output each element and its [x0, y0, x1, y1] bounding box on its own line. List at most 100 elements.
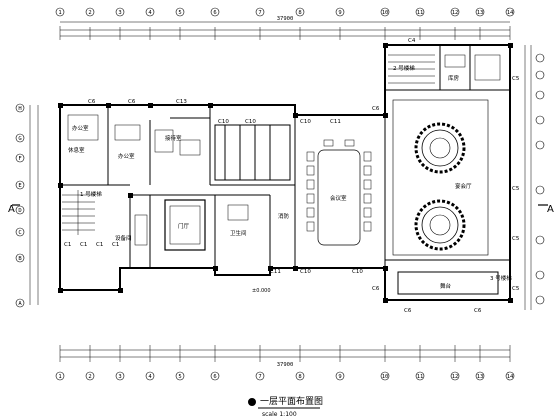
door-tag: C13	[176, 99, 187, 105]
door-tag: C6	[372, 286, 380, 292]
room-label-stair-2: 2 号楼梯	[393, 64, 415, 72]
door-tag: C10	[218, 119, 229, 125]
door-tag: C5	[512, 186, 520, 192]
axis-top-label: 13	[477, 10, 484, 16]
axis-bottom-label: 8	[298, 374, 301, 380]
top-dimension-lines	[59, 21, 511, 40]
door-tag: C1	[64, 242, 71, 248]
drawing-scale: scale 1:100	[262, 411, 297, 418]
room-label-reception: 接待室	[165, 134, 182, 142]
bottom-axis-bubbles	[55, 371, 515, 381]
axis-top-label: 1	[58, 10, 61, 16]
axis-left-label: B	[18, 256, 22, 262]
drawing-title: 一层平面布置图	[260, 395, 323, 407]
banquet-inner-outline	[392, 99, 489, 256]
room-label-equipment: 设备间	[115, 234, 132, 242]
axis-bottom-label: 9	[338, 374, 341, 380]
axis-top-label: 6	[213, 10, 216, 16]
room-label-stair-3: 3 号楼梯	[490, 274, 512, 282]
room-label-lounge: 休息室	[68, 146, 85, 154]
door-tag: C4	[408, 38, 416, 44]
axis-top-label: 12	[452, 10, 459, 16]
door-tag: C1	[112, 242, 119, 248]
top-axis-bubbles	[55, 7, 515, 17]
axis-left-label: C	[18, 230, 21, 236]
section-mark-left: A	[8, 204, 15, 215]
axis-left-label: H	[18, 106, 21, 112]
room-label-office-1: 办公室	[72, 124, 89, 132]
axis-left-label: G	[18, 136, 21, 142]
axis-top-label: 9	[338, 10, 341, 16]
door-tag: C5	[512, 286, 520, 292]
room-label-stair-1: 1 号楼梯	[80, 190, 102, 198]
axis-top-label: 11	[417, 10, 424, 16]
room-label-office-2: 办公室	[118, 152, 135, 160]
axis-bottom-label: 1	[58, 374, 61, 380]
door-tag: C5	[512, 236, 520, 242]
door-tag: C1	[96, 242, 103, 248]
door-tag: C10	[300, 119, 311, 125]
room-label-stage: 舞台	[440, 282, 452, 290]
axis-top-label: 10	[382, 10, 389, 16]
axis-bottom-label: 2	[88, 374, 91, 380]
meeting-table	[317, 149, 361, 246]
axis-top-label: 3	[118, 10, 121, 16]
axis-left-label: E	[18, 183, 21, 189]
room-label-meeting: 会议室	[330, 194, 347, 202]
axis-top-label: 5	[178, 10, 181, 16]
bottom-dimension-lines	[59, 345, 511, 362]
door-tag: C11	[330, 119, 341, 125]
interior-walls	[60, 45, 510, 268]
axis-bottom-label: 14	[507, 374, 514, 380]
overall-dimension-bottom: 37900	[277, 362, 294, 368]
room-label-toilet: 卫生间	[230, 229, 247, 237]
axis-bottom-label: 10	[382, 374, 389, 380]
axis-left-label: D	[18, 208, 21, 214]
drawing-number-dot	[248, 398, 256, 406]
banquet-table-1	[414, 122, 466, 174]
door-tag: C10	[300, 269, 311, 275]
axis-bottom-label: 11	[417, 374, 424, 380]
axis-top-label: 14	[507, 10, 514, 16]
door-tag: C6	[88, 99, 96, 105]
office-furniture	[67, 54, 501, 246]
axis-left-label: A	[18, 301, 22, 307]
banquet-table-2	[414, 199, 466, 251]
exterior-walls	[59, 44, 511, 301]
door-tag: C6	[128, 99, 136, 105]
door-tag: C10	[245, 119, 256, 125]
door-tag: C10	[352, 269, 363, 275]
axis-bottom-label: 5	[178, 374, 181, 380]
door-tag: C6	[372, 106, 380, 112]
room-label-fire: 消防	[278, 212, 290, 220]
overall-dimension-top: 37900	[277, 16, 294, 22]
stair-1-treads	[62, 190, 95, 235]
door-tag: C6	[404, 308, 412, 314]
left-dimension-lines	[29, 105, 39, 305]
axis-bottom-label: 6	[213, 374, 216, 380]
axis-top-label: 2	[88, 10, 91, 16]
door-tag: C6	[474, 308, 482, 314]
structural-columns	[58, 43, 513, 303]
room-label-kitchen: 库房	[448, 74, 460, 82]
room-label-lobby: 门厅	[178, 222, 190, 230]
door-tag: C11	[270, 269, 281, 275]
section-mark-right: A	[547, 204, 554, 215]
door-tag: C1	[80, 242, 87, 248]
meeting-chairs	[306, 139, 372, 232]
lobby-counter	[164, 199, 206, 251]
elevation-mark: ±0.000	[252, 288, 271, 294]
left-axis-bubbles	[15, 103, 25, 308]
axis-bottom-label: 13	[477, 374, 484, 380]
axis-top-label: 4	[148, 10, 152, 16]
room-label-banquet: 宴会厅	[455, 182, 472, 190]
door-tag: C5	[512, 76, 520, 82]
axis-bottom-label: 4	[148, 374, 152, 380]
axis-bottom-label: 7	[258, 374, 261, 380]
axis-bottom-label: 12	[452, 374, 459, 380]
stage-outline	[397, 271, 499, 295]
axis-top-label: 7	[258, 10, 261, 16]
right-axis-bubbles	[535, 53, 545, 305]
stair-2-treads	[388, 54, 435, 84]
